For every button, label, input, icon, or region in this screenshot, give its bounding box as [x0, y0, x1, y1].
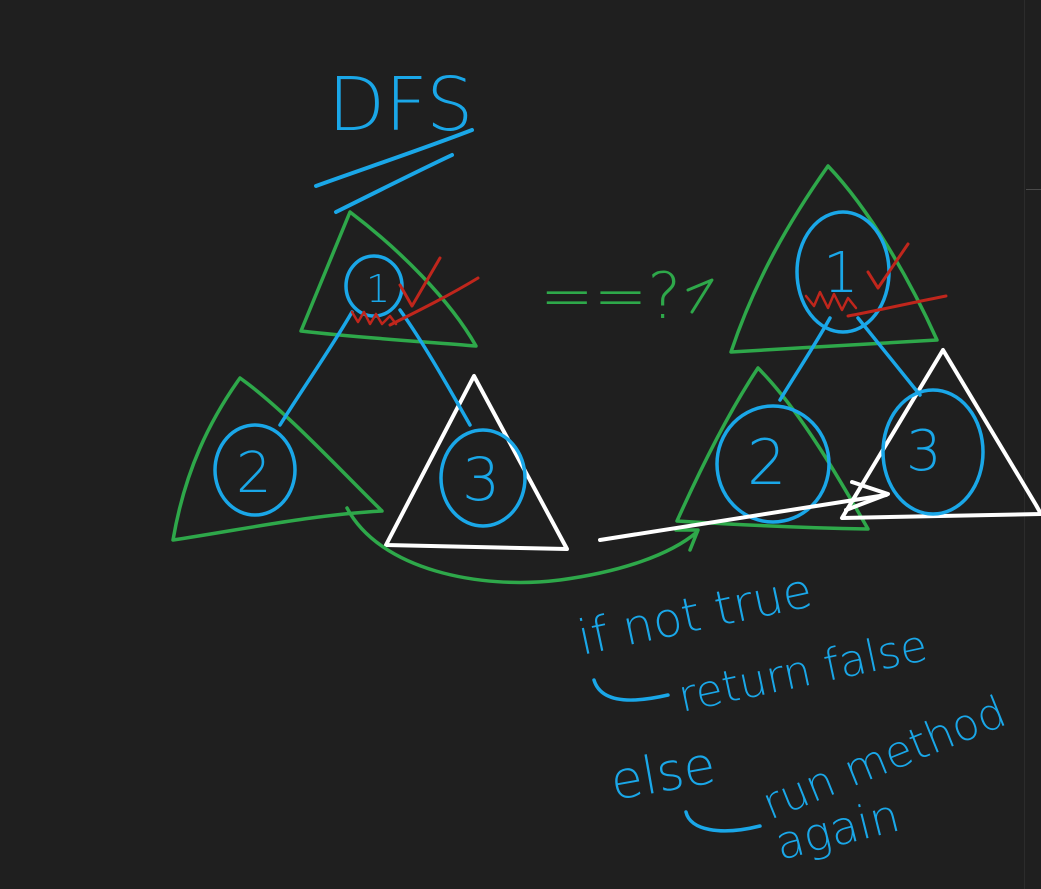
left-node-2-circle: [213, 423, 297, 517]
left-root-subtree-triangle: [299, 210, 478, 348]
right-node-1-label: 1: [823, 241, 859, 306]
right-edge-1-2: [778, 316, 832, 402]
title-underline-1: [314, 128, 474, 188]
left-node-3-label: 3: [462, 445, 500, 515]
note-else: else: [606, 735, 720, 812]
left-red-checkmark: [398, 256, 442, 308]
left-red-strike: [388, 276, 480, 327]
left-red-scribble: [350, 310, 398, 326]
right-node3-subtree-triangle: [840, 348, 1041, 520]
left-node-1-label: 1: [366, 267, 390, 311]
right-red-checkmark: [866, 242, 910, 290]
right-red-strike: [846, 294, 948, 318]
canvas-edge-divider: [1024, 0, 1025, 889]
compare-arrow: [686, 278, 714, 314]
white-traversal-arrowhead: [844, 480, 890, 512]
left-node-3-circle: [439, 428, 527, 528]
right-node-2-label: 2: [747, 426, 786, 499]
right-node2-subtree-triangle: [675, 366, 870, 531]
right-node-2-circle: [715, 404, 831, 524]
title-underline-2: [334, 153, 454, 214]
left-node3-subtree-triangle: [384, 374, 569, 551]
canvas-edge-tick: [1026, 189, 1041, 190]
compare-symbol: ==?: [540, 260, 681, 334]
left-node-2-label: 2: [236, 441, 272, 506]
left-edge-1-3: [398, 308, 472, 427]
green-traversal-arrowhead: [674, 528, 700, 552]
right-node-3-label: 3: [906, 419, 942, 484]
left-edge-1-2: [278, 310, 354, 427]
white-traversal-arrow: [598, 493, 888, 542]
right-node-3-circle: [881, 388, 985, 516]
right-edge-1-3: [856, 316, 922, 397]
left-node2-subtree-triangle: [171, 376, 384, 542]
title-text: DFS: [328, 62, 473, 148]
note-branch-hook-1: [592, 678, 670, 702]
note-branch-hook-2: [684, 810, 762, 833]
right-red-scribble: [804, 290, 858, 312]
green-traversal-arrow: [345, 506, 699, 585]
right-root-subtree-triangle: [729, 164, 939, 354]
